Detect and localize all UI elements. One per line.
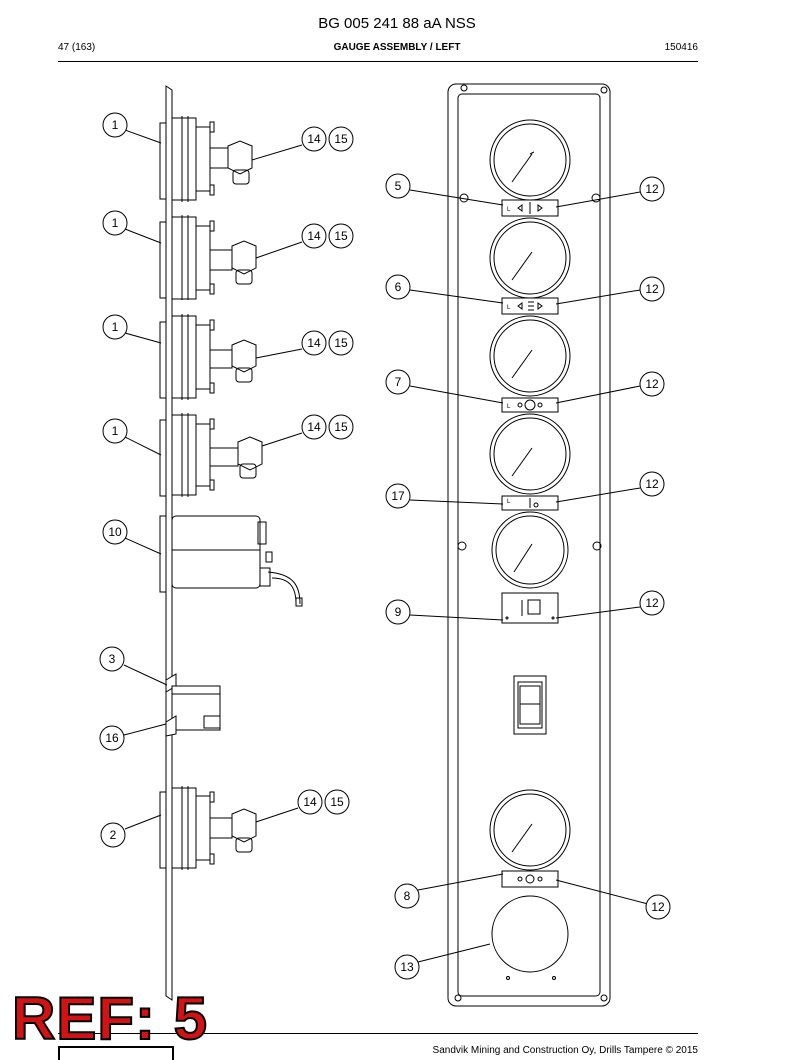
plate-letters: L L L L [507, 207, 511, 505]
rocker-switch [513, 675, 547, 735]
callout-1: 1 [112, 424, 119, 438]
header-rule [58, 61, 698, 62]
date-code: 150416 [664, 42, 698, 53]
gauge-front-6 [489, 789, 571, 871]
callout-10: 10 [108, 525, 122, 539]
callout-1: 1 [112, 320, 119, 334]
callout-12: 12 [645, 477, 659, 491]
hour-meter-9 [501, 592, 559, 624]
switch-side-3 [165, 673, 221, 737]
callout-15: 15 [330, 795, 344, 809]
label-plate-7 [501, 397, 559, 413]
callout-12: 12 [645, 596, 659, 610]
gauge-front-5 [491, 511, 569, 589]
callouts [99, 112, 671, 980]
callout-5: 5 [395, 179, 402, 193]
callout-13: 13 [400, 960, 414, 974]
ref-stamp: REF: 5 [11, 984, 209, 1053]
callout-8: 8 [404, 889, 411, 903]
label-plate-8 [501, 870, 559, 888]
callout-12: 12 [651, 900, 665, 914]
callout-numbers: 1 1 1 1 10 3 16 2 14 15 14 15 14 15 14 1… [105, 118, 665, 974]
callout-16: 16 [105, 731, 119, 745]
callout-7: 7 [395, 375, 402, 389]
side-view [159, 85, 303, 1001]
callout-15: 15 [334, 420, 348, 434]
callout-3: 3 [109, 652, 116, 666]
plate-letter: L [507, 404, 511, 410]
gauge-side-2 [159, 215, 257, 300]
gauge-front-3 [489, 315, 571, 397]
label-plate-17 [501, 495, 559, 511]
callout-2: 2 [110, 828, 117, 842]
leader-lines [123, 129, 649, 963]
gauge-side-2-bottom [159, 786, 257, 870]
callout-1: 1 [112, 216, 119, 230]
meter-side-10 [159, 515, 303, 607]
gauge-side-3 [159, 314, 257, 400]
callout-14: 14 [307, 229, 321, 243]
footer-copyright: Sandvik Mining and Construction Oy, Dril… [432, 1045, 698, 1056]
plate-letter: L [507, 499, 511, 505]
callout-15: 15 [334, 229, 348, 243]
section-title: GAUGE ASSEMBLY / LEFT [333, 42, 461, 53]
front-view [447, 83, 611, 1007]
footer-rule [58, 1033, 698, 1034]
gauge-side-1 [159, 116, 253, 202]
gauge-side-4 [159, 413, 263, 497]
label-plate-5 [501, 199, 559, 217]
callout-9: 9 [395, 605, 402, 619]
callout-12: 12 [645, 182, 659, 196]
callout-1: 1 [112, 118, 119, 132]
callout-15: 15 [334, 132, 348, 146]
callout-12: 12 [645, 377, 659, 391]
callout-17: 17 [391, 489, 405, 503]
callout-14: 14 [307, 420, 321, 434]
callout-15: 15 [334, 336, 348, 350]
label-plate-6 [501, 297, 559, 315]
document-code: BG 005 241 88 aA NSS [318, 15, 476, 32]
callout-14: 14 [307, 132, 321, 146]
callout-6: 6 [395, 280, 402, 294]
callout-12: 12 [645, 282, 659, 296]
plate-letter: L [507, 207, 511, 213]
callout-14: 14 [307, 336, 321, 350]
page-number: 47 (163) [58, 42, 96, 53]
callout-14: 14 [303, 795, 317, 809]
gauge-front-4 [489, 413, 571, 495]
blank-hole-13 [491, 895, 569, 980]
plate-letter: L [507, 305, 511, 311]
